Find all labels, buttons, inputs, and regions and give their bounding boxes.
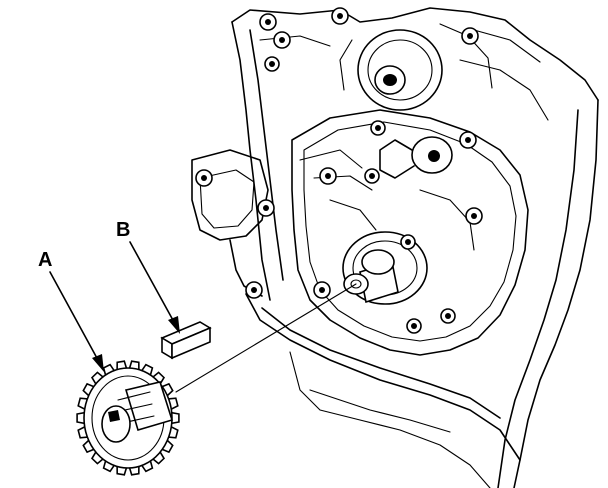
alignment-line xyxy=(175,283,357,393)
woodruff-key xyxy=(160,321,212,360)
callout-label-a: A xyxy=(38,249,52,271)
callout-b: B xyxy=(116,219,180,334)
engine-block xyxy=(191,7,599,488)
callout-a: A xyxy=(38,249,104,372)
mounting-bolts xyxy=(195,7,483,334)
crankshaft-sprocket xyxy=(76,360,180,476)
callout-label-b: B xyxy=(116,219,130,241)
